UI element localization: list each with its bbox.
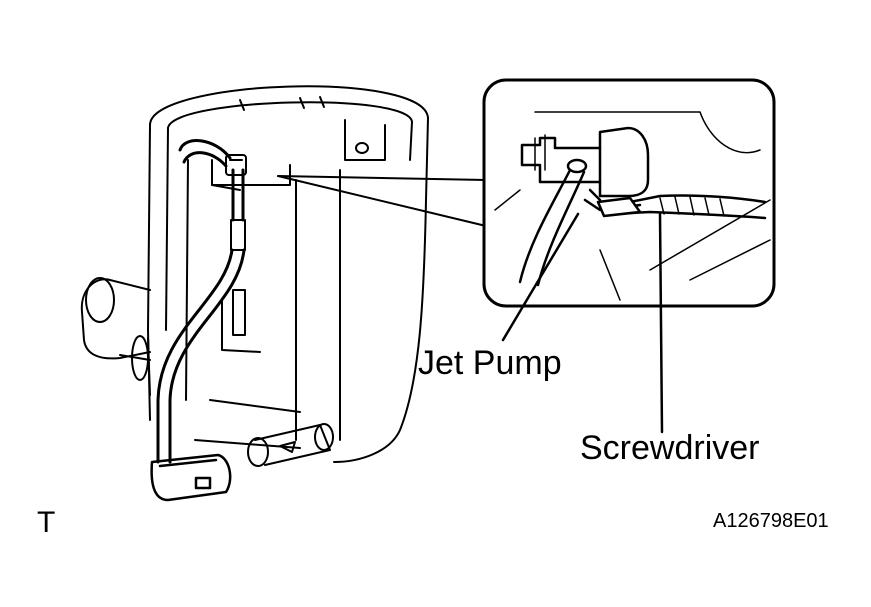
label-leaders	[501, 212, 664, 434]
outlet-pipe	[80, 277, 151, 396]
inset-leader	[277, 175, 487, 227]
screwdriver-label: Screwdriver	[580, 429, 760, 467]
jet-pump	[518, 126, 650, 287]
hose-connector	[150, 453, 232, 502]
jet-pump-label: Jet Pump	[418, 344, 562, 382]
fuel-pump-housing	[147, 85, 429, 463]
screwdriver-leader	[658, 212, 664, 434]
hose-clamp	[225, 154, 247, 176]
fuel-hose	[156, 139, 246, 464]
jet-pump-leader	[501, 212, 580, 342]
side-port	[247, 423, 334, 467]
view-code-label: T	[37, 506, 56, 539]
figure-id-label: A126798E01	[713, 510, 829, 532]
screwdriver	[596, 194, 767, 220]
